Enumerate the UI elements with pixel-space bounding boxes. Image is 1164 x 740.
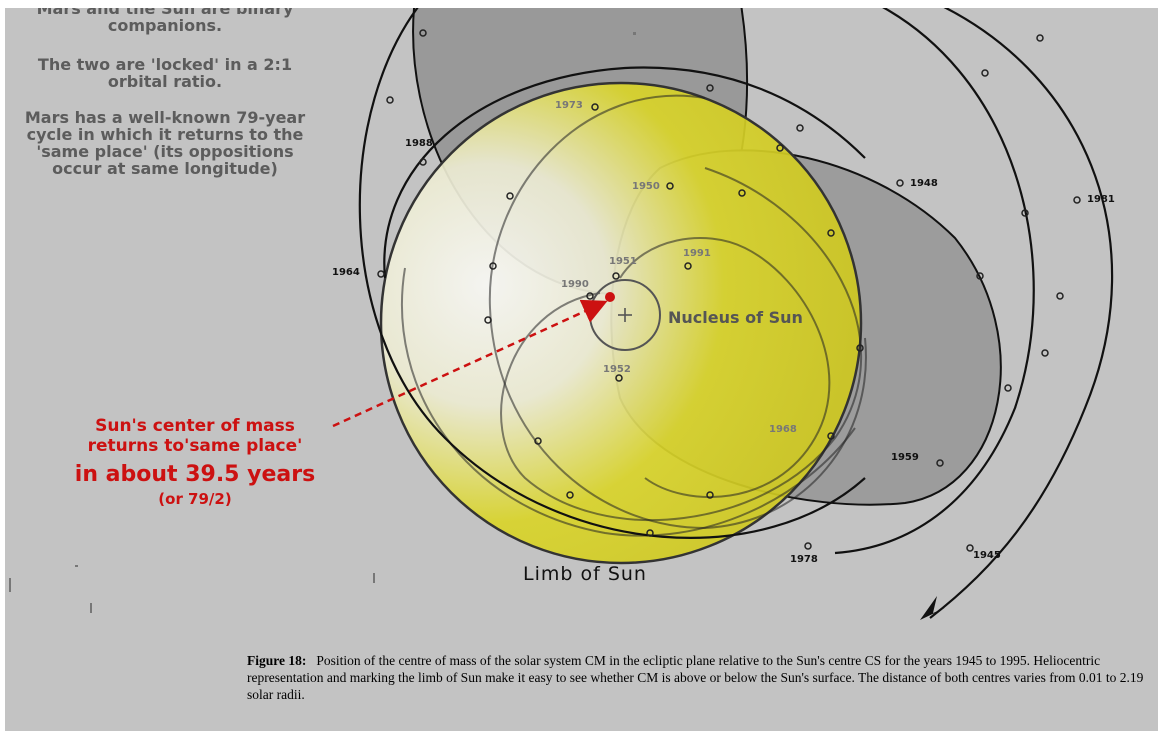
note-79-year-cycle: Mars has a well-known 79-year cycle in w… (24, 108, 306, 178)
year-label-1973: 1973 (555, 100, 583, 111)
year-label-1950: 1950 (632, 181, 660, 192)
outer-orbits (358, 8, 1114, 619)
year-label-1990: 1990 (561, 279, 589, 290)
sun-center-cross (618, 308, 632, 322)
callout-line-2: returns to'same place' (87, 436, 303, 456)
cm-orbit-diagram (9, 8, 1114, 620)
callout-arrow (332, 299, 608, 428)
caption-label: Figure 18: (247, 653, 307, 668)
callout-line-3: in about 39.5 years (74, 462, 316, 487)
year-label-1964: 1964 (332, 267, 360, 278)
year-label-1959: 1959 (891, 452, 919, 463)
year-label-1981: 1981 (1087, 194, 1115, 205)
center-of-mass-marker (605, 292, 615, 302)
note-orbital-ratio: The two are 'locked' in a 2:1 orbital ra… (37, 55, 293, 91)
callout-line-1: Sun's center of mass (95, 416, 295, 436)
sun-disc (379, 81, 863, 565)
year-label-1952: 1952 (603, 364, 631, 375)
orbit-paths (400, 94, 867, 537)
figure-caption: Figure 18:Position of the centre of mass… (247, 652, 1157, 703)
caption-text: Position of the centre of mass of the so… (247, 653, 1144, 702)
year-label-1978: 1978 (790, 554, 818, 565)
callout-line-4: (or 79/2) (158, 490, 232, 508)
note-binary-companions: Mars and the Sun are binary companions. (36, 8, 294, 35)
orbit-markers (377, 29, 1081, 552)
limb-of-sun-label: Limb of Sun (523, 563, 647, 585)
year-label-1988: 1988 (405, 138, 433, 149)
nucleus-of-sun-label: Nucleus of Sun (668, 308, 803, 327)
year-label-1948: 1948 (910, 178, 938, 189)
year-label-1945: 1945 (973, 550, 1001, 561)
direction-arrow (920, 596, 945, 620)
year-label-1968: 1968 (769, 424, 797, 435)
figure-frame: Mars and the Sun are binary companions. … (5, 8, 1158, 731)
year-label-1991: 1991 (683, 248, 711, 259)
year-label-1951: 1951 (609, 256, 637, 267)
scan-specks (9, 32, 636, 613)
